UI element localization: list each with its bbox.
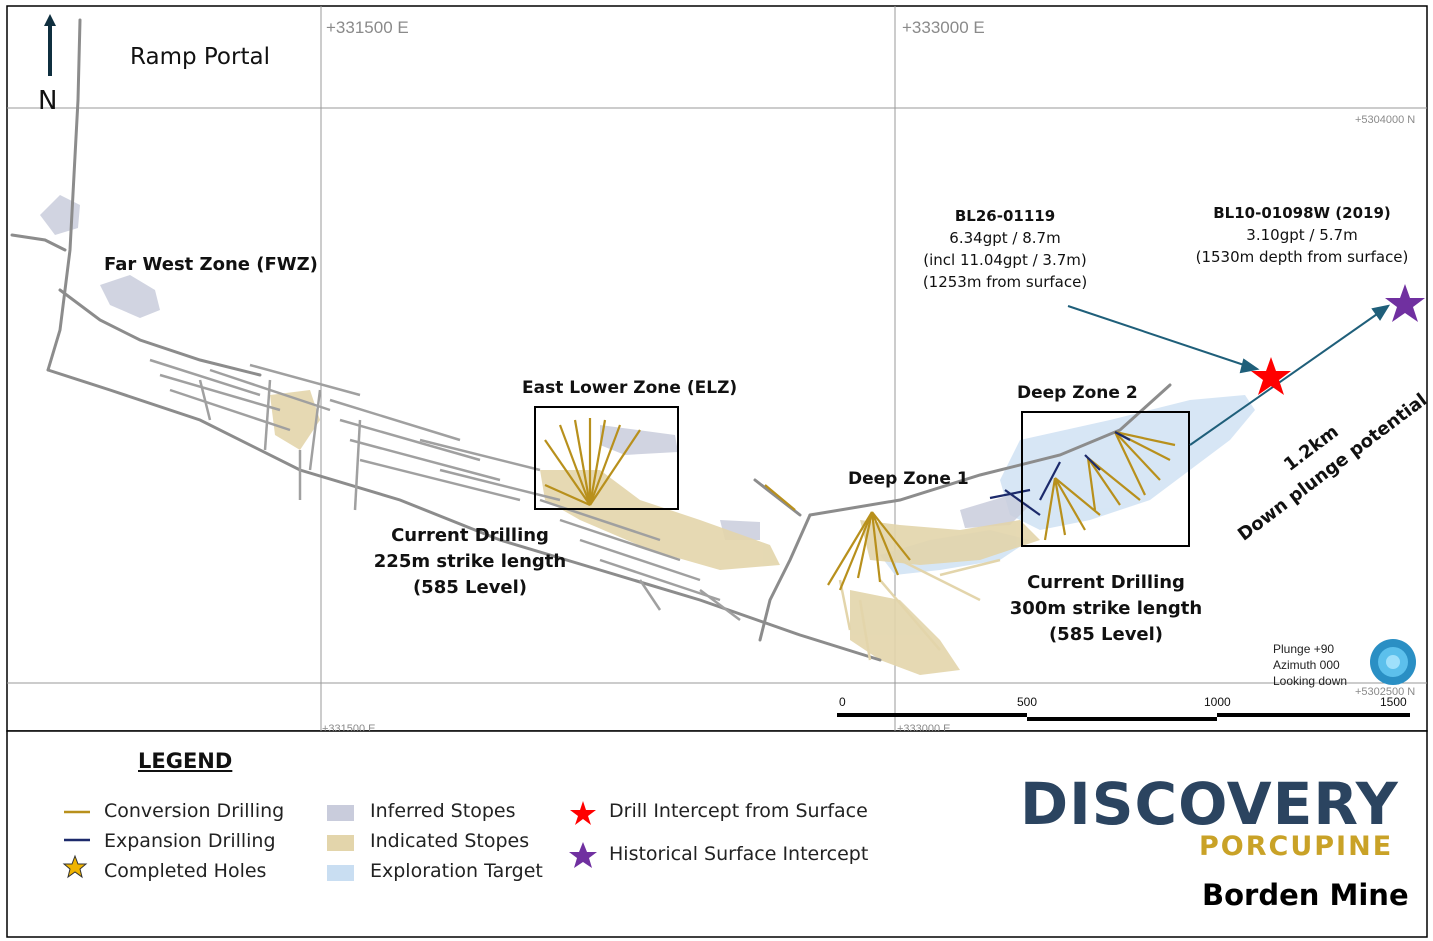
north-arrow <box>44 14 56 76</box>
scale-1500: 1500 <box>1380 695 1407 709</box>
intercept-2-depth: (1530m depth from surface) <box>1195 248 1409 266</box>
legend-completed-star-icon <box>62 854 88 879</box>
brand-subtitle: PORCUPINE <box>1199 831 1394 862</box>
intercept-2-annotation: BL10-01098W (2019) 3.10gpt / 5.7m (1530m… <box>1182 202 1422 268</box>
easting-label-2: +333000 E <box>902 18 985 37</box>
elz-box <box>534 406 679 510</box>
intercept-2-hole: BL10-01098W (2019) <box>1213 204 1391 222</box>
view-orientation-globe <box>1370 639 1416 685</box>
deep-zone-2-box <box>1021 411 1190 547</box>
indicated-development <box>838 558 1001 661</box>
underground-development <box>10 18 1172 662</box>
legend-frame <box>6 730 1428 938</box>
legend-inferred: Inferred Stopes <box>370 800 516 822</box>
easting-label-bottom-2: +333000 E <box>897 723 951 731</box>
development-drifts <box>149 358 741 621</box>
current-drilling-right-line3: (585 Level) <box>1048 624 1164 645</box>
northing-label-1: +5304000 N <box>1355 114 1416 126</box>
mine-name: Borden Mine <box>1202 878 1409 912</box>
deep-zone-1-label: Deep Zone 1 <box>848 469 969 489</box>
map-frame <box>6 5 1428 732</box>
intercept-arrows <box>1067 304 1391 446</box>
legend-expansion: Expansion Drilling <box>104 830 276 852</box>
scale-1000: 1000 <box>1204 695 1231 709</box>
fwz-label: Far West Zone (FWZ) <box>104 254 318 275</box>
scale-500: 500 <box>1017 695 1038 709</box>
legend-surface-intercept: Drill Intercept from Surface <box>609 800 868 822</box>
brand-logo-text: DISCOVERY <box>1020 770 1399 838</box>
conversion-drill-fan-elz <box>544 418 641 507</box>
drill-intercept-star <box>1251 357 1291 395</box>
elz-label: East Lower Zone (ELZ) <box>522 378 738 398</box>
legend-inferred-swatch <box>327 805 354 821</box>
legend-indicated-swatch <box>327 835 354 851</box>
current-drilling-left-line2: 225m strike length <box>373 551 567 572</box>
conversion-drill-fan-deep1 <box>764 484 911 591</box>
current-drilling-left-line1: Current Drilling <box>391 525 549 546</box>
current-drilling-right: Current Drilling 300m strike length (585… <box>996 570 1216 648</box>
intercept-1-hole: BL26-01119 <box>954 207 1056 225</box>
intercept-1-grade: 6.34gpt / 8.7m <box>949 229 1061 247</box>
indicated-stope-areas <box>270 390 1040 675</box>
intercept-2-grade: 3.10gpt / 5.7m <box>1246 226 1358 244</box>
legend-conversion: Conversion Drilling <box>104 800 285 822</box>
intercept-1-incl: (incl 11.04gpt / 3.7m) <box>923 251 1087 269</box>
view-orientation-text: Plunge +90 Azimuth 000 Looking down <box>1273 641 1347 689</box>
current-drilling-right-line2: 300m strike length <box>1009 598 1203 619</box>
legend-exploration: Exploration Target <box>370 860 543 882</box>
legend-title: LEGEND <box>138 749 233 773</box>
legend-completed: Completed Holes <box>104 860 267 882</box>
easting-label-1: +331500 E <box>326 18 409 37</box>
grid-lines <box>7 6 1427 731</box>
north-label: N <box>38 86 58 116</box>
view-looking: Looking down <box>1273 674 1348 688</box>
current-drilling-left-line3: (585 Level) <box>412 577 528 598</box>
northing-label-2: +5302500 N <box>1355 686 1416 698</box>
view-plunge: Plunge +90 <box>1273 642 1335 656</box>
view-azimuth: Azimuth 000 <box>1273 658 1340 672</box>
historical-intercept-star <box>1385 284 1425 322</box>
legend-surface-star-icon <box>570 801 596 825</box>
scale-0: 0 <box>839 695 846 709</box>
current-drilling-right-line1: Current Drilling <box>1027 572 1185 593</box>
legend-historical-intercept: Historical Surface Intercept <box>609 843 869 865</box>
deep-zone-2-label: Deep Zone 2 <box>1017 383 1138 403</box>
legend-exploration-swatch <box>327 865 354 881</box>
scale-bar <box>837 713 1410 721</box>
conversion-drill-fan-deep2 <box>1043 430 1176 541</box>
easting-label-bottom-1: +331500 E <box>322 723 376 731</box>
intercept-1-depth: (1253m from surface) <box>922 273 1088 291</box>
current-drilling-left: Current Drilling 225m strike length (585… <box>360 523 580 601</box>
ramp-portal-label: Ramp Portal <box>130 44 270 70</box>
legend-historical-star-icon <box>569 842 597 868</box>
legend-indicated: Indicated Stopes <box>370 830 530 852</box>
intercept-1-annotation: BL26-01119 6.34gpt / 8.7m (incl 11.04gpt… <box>900 205 1110 293</box>
